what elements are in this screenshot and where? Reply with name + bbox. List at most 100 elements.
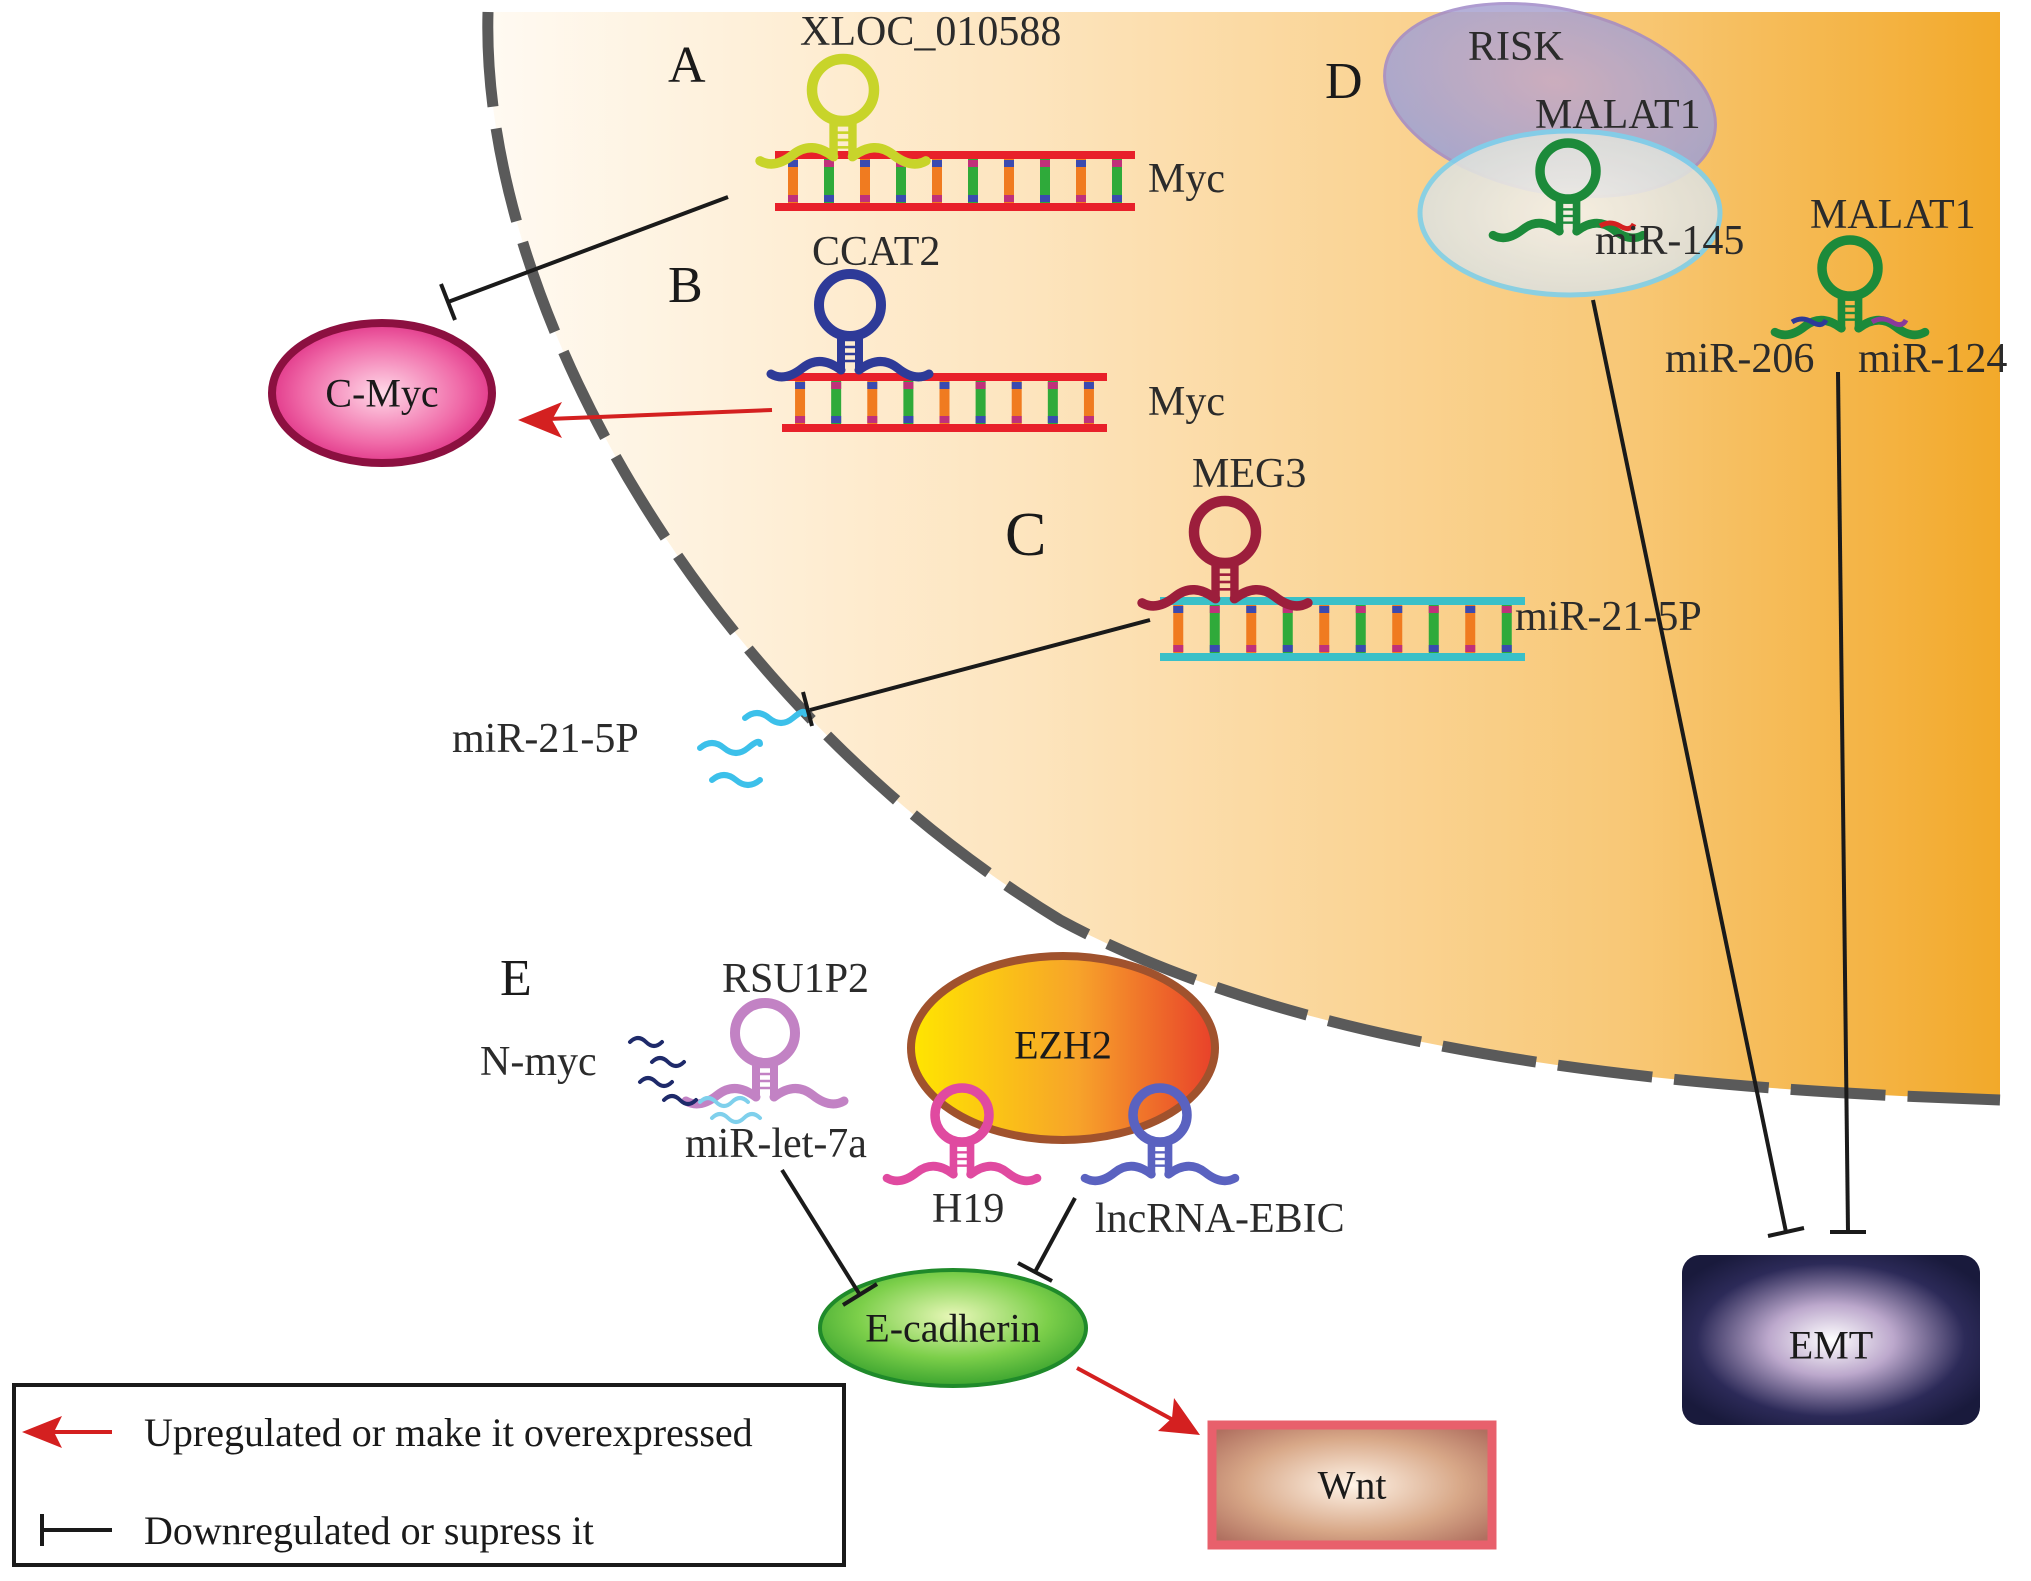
dna-rung <box>1011 380 1022 425</box>
dna-rung-cap <box>860 195 870 202</box>
rna-tail-right <box>854 357 934 382</box>
dna-rung-cap <box>1282 645 1293 652</box>
dna-rung <box>1040 158 1050 204</box>
dna-rung-cap <box>1428 606 1439 613</box>
cmyc-label: C-Myc <box>325 371 438 416</box>
cmyc-node <box>268 319 496 467</box>
rna-loop <box>1535 138 1601 204</box>
dna-rung <box>1173 604 1184 654</box>
rna-tail-right <box>1229 585 1313 611</box>
emt-label: EMT <box>1789 1323 1873 1368</box>
dna-myc-a <box>775 151 1135 211</box>
mir124-strand-icon <box>1870 316 1909 328</box>
ebic-rna-icon <box>1080 1083 1240 1186</box>
dna-rung-cap <box>1355 606 1366 613</box>
dna-rung-cap <box>1209 645 1220 652</box>
inhibit-ebic-ecadherin <box>1033 1197 1077 1273</box>
let7a-label: miR-let-7a <box>685 1121 867 1167</box>
dna-rung-cap <box>1076 195 1086 202</box>
emt-node <box>1682 1255 1980 1425</box>
dna-rung-cap <box>939 382 950 389</box>
dna-rail-top <box>1160 597 1525 605</box>
rna-tail-left <box>882 1161 958 1186</box>
arrow-ecadherin-wnt <box>1076 1366 1176 1423</box>
malat1-rna-icon <box>1770 235 1930 340</box>
rna-loop <box>730 998 800 1068</box>
dna-rung-cap <box>1083 416 1094 423</box>
dna-rung-cap <box>1319 606 1330 613</box>
dna-rung-cap <box>968 160 978 167</box>
dna-rung <box>1501 604 1512 654</box>
dna-rung-cap <box>1004 160 1014 167</box>
dna-rung-cap <box>1465 606 1476 613</box>
ecadherin-label: E-cadherin <box>865 1306 1040 1351</box>
dna-rail-bottom <box>775 203 1135 211</box>
dna-rail-top <box>775 151 1135 159</box>
dna-rung-cap <box>1173 645 1184 652</box>
dna-rung <box>1112 158 1122 204</box>
dna-rung-cap <box>1392 606 1403 613</box>
panel-label-e: E <box>500 950 532 1007</box>
rna-tail-left <box>1137 585 1221 611</box>
ccat2-label: CCAT2 <box>812 229 940 275</box>
mir21-c-label: miR-21-5P <box>1515 594 1702 640</box>
dna-rung-cap <box>1501 645 1512 652</box>
rna-tail-left <box>1770 315 1846 340</box>
legend-up-arrow-icon <box>22 1416 62 1448</box>
arrow-head-wnt <box>1158 1398 1200 1435</box>
inhibit-bar-ecad-1 <box>841 1282 879 1307</box>
ccat2-rna-icon <box>766 269 934 382</box>
dna-rung <box>975 380 986 425</box>
dna-rung <box>1392 604 1403 654</box>
inhibit-meg3-mir21 <box>809 618 1151 712</box>
mir21-fragments-icon <box>697 708 808 788</box>
ezh2-label: EZH2 <box>1014 1023 1112 1068</box>
dna-rung-cap <box>1112 160 1122 167</box>
panel-label-d: D <box>1325 53 1363 110</box>
dna-rung-cap <box>1501 606 1512 613</box>
dna-mir21 <box>1160 597 1525 661</box>
malat1-risk-label: MALAT1 <box>1535 92 1701 138</box>
dna-rung-cap <box>788 160 798 167</box>
dna-rung <box>1282 604 1293 654</box>
dna-rung <box>1083 380 1094 425</box>
arrow-head-cmyc <box>518 402 562 438</box>
dna-rung <box>1004 158 1014 204</box>
xloc-label: XLOC_010588 <box>800 9 1061 55</box>
rna-tail-right <box>1572 218 1648 243</box>
inhibit-risk-emt <box>1591 299 1788 1233</box>
dna-rung-cap <box>1282 606 1293 613</box>
dna-rung-cap <box>1355 645 1366 652</box>
dna-rung <box>831 380 842 425</box>
rna-loop <box>814 269 886 341</box>
dna-rung-cap <box>1392 645 1403 652</box>
dna-rung <box>795 380 806 425</box>
wnt-node <box>1207 1420 1497 1550</box>
nmyc-label: N-myc <box>480 1039 597 1085</box>
dna-rung <box>1047 380 1058 425</box>
dna-rung-cap <box>1465 645 1476 652</box>
mir21-out-label: miR-21-5P <box>452 716 639 762</box>
dna-rung <box>1355 604 1366 654</box>
risk-label: RISK <box>1468 24 1564 70</box>
dna-rung <box>1428 604 1439 654</box>
dna-rung <box>939 380 950 425</box>
legend-down-text: Downregulated or supress it <box>144 1508 594 1553</box>
dna-rung-cap <box>788 195 798 202</box>
dna-rail-bottom <box>1160 653 1525 661</box>
rsu1p2-rna-icon <box>681 998 849 1109</box>
ebic-label: lncRNA-EBIC <box>1095 1196 1345 1242</box>
malat1-risk-rna-icon <box>1488 138 1648 243</box>
dna-rung <box>824 158 834 204</box>
dna-rung-cap <box>831 382 842 389</box>
dna-rung <box>1076 158 1086 204</box>
dna-rung-cap <box>1047 416 1058 423</box>
inhibit-bar-cmyc <box>439 283 457 321</box>
dna-rung-cap <box>824 160 834 167</box>
dna-rung-cap <box>896 195 906 202</box>
let7a-strands-icon <box>698 1096 762 1124</box>
rna-loop <box>1817 235 1883 301</box>
dna-rung-cap <box>932 195 942 202</box>
